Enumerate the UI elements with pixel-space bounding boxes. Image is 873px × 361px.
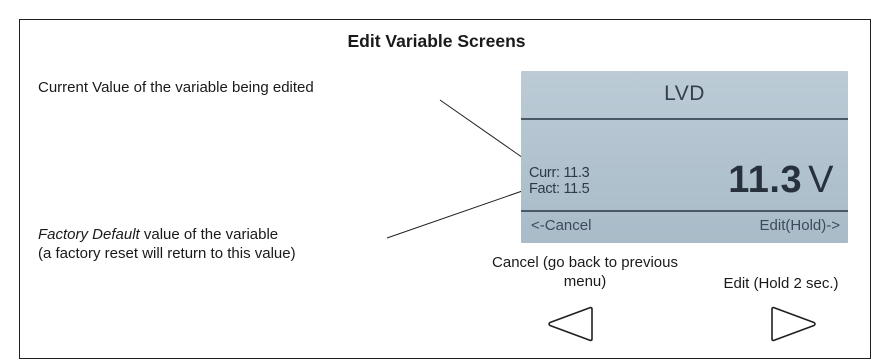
- lcd-bottom-divider: [521, 210, 848, 212]
- cancel-description: Cancel (go back to previous menu): [492, 254, 678, 290]
- right-triangle-icon[interactable]: [769, 306, 819, 342]
- diagram-title: Edit Variable Screens: [347, 31, 526, 51]
- lcd-factory-value: Fact: 11.5: [529, 181, 590, 197]
- lcd-unit: V: [808, 159, 834, 201]
- factory-default-label: Factory Default value of the variable (a…: [38, 225, 296, 263]
- factory-reset-note: (a factory reset will return to this val…: [38, 245, 296, 262]
- lcd-softkey-cancel: <-Cancel: [531, 217, 592, 234]
- factory-default-leader: [386, 188, 529, 239]
- lcd-softkey-edit: Edit(Hold)->: [759, 217, 840, 234]
- left-triangle-icon[interactable]: [545, 306, 595, 342]
- lcd-top-divider: [521, 118, 848, 120]
- factory-default-text: value of the variable: [139, 226, 279, 243]
- lcd-screen-title: LVD: [664, 82, 705, 105]
- lcd-large-number: 11.3: [728, 159, 803, 201]
- factory-default-emphasis: Factory Default: [38, 226, 140, 243]
- edit-description: Edit (Hold 2 sec.): [723, 275, 839, 292]
- current-value-label: Current Value of the variable being edit…: [38, 79, 314, 96]
- lcd-current-value: Curr: 11.3: [529, 165, 590, 181]
- current-value-leader: [439, 99, 527, 161]
